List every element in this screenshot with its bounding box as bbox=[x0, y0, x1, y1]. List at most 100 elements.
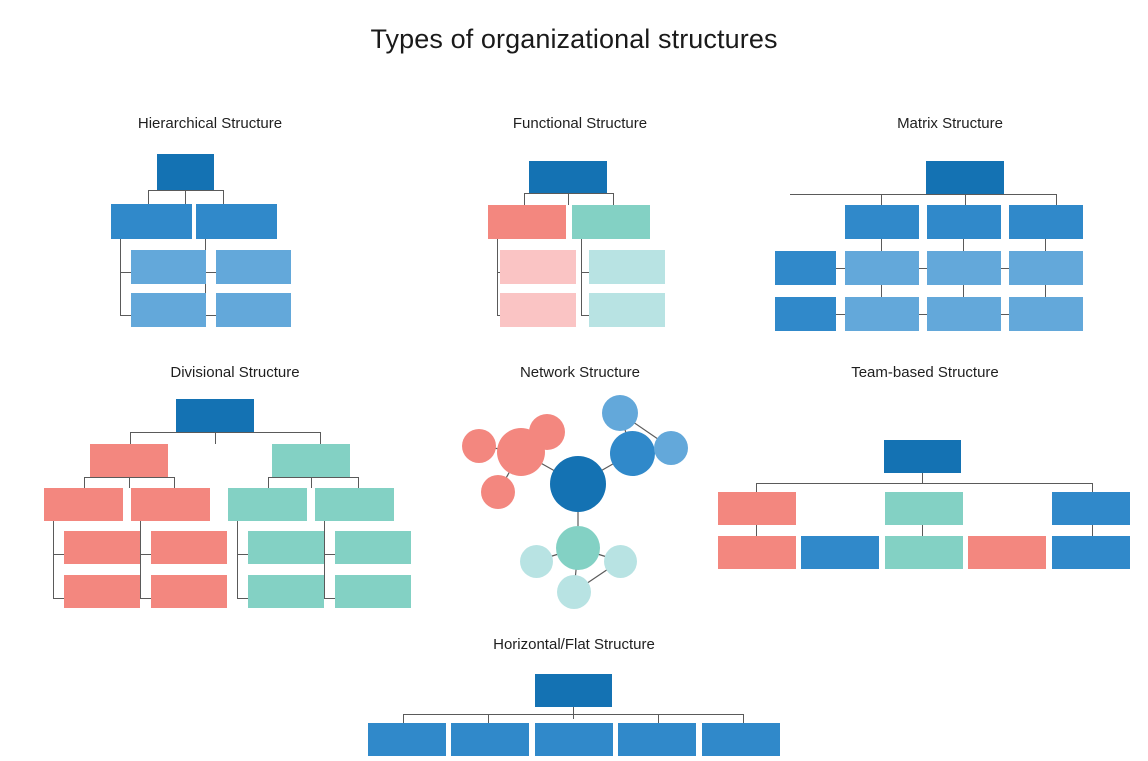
connector-horizontal bbox=[790, 194, 1056, 195]
connector-vertical bbox=[403, 714, 404, 723]
network-central-hub-node bbox=[550, 456, 606, 512]
connector-horizontal bbox=[1001, 268, 1009, 269]
connector-horizontal bbox=[140, 598, 151, 599]
functional-l3-node bbox=[589, 250, 665, 284]
connector-horizontal bbox=[581, 272, 591, 273]
connector-vertical bbox=[324, 521, 325, 598]
divisional-root-node bbox=[176, 399, 254, 432]
hierarchical-l3-node bbox=[131, 250, 206, 284]
matrix-column-header bbox=[1009, 205, 1083, 239]
connector-horizontal bbox=[1001, 314, 1009, 315]
connector-horizontal bbox=[919, 268, 927, 269]
page-title: Types of organizational structures bbox=[370, 24, 778, 54]
connector-vertical bbox=[922, 525, 923, 536]
connector-vertical bbox=[185, 190, 186, 204]
connector-vertical bbox=[881, 239, 882, 251]
connector-vertical bbox=[497, 239, 498, 315]
divisional-l3-node bbox=[228, 488, 307, 521]
connector-vertical bbox=[743, 714, 744, 723]
connector-vertical bbox=[756, 483, 757, 492]
network-satellite-node bbox=[529, 414, 565, 450]
divisional-l4-node bbox=[335, 575, 411, 608]
connector-vertical bbox=[1092, 525, 1093, 536]
divisional-l4-node bbox=[151, 531, 227, 564]
team-member-node bbox=[718, 536, 796, 569]
team-lead-node bbox=[718, 492, 796, 525]
diagram-title-matrix: Matrix Structure bbox=[897, 115, 1003, 132]
network-satellite-node bbox=[520, 545, 553, 578]
connector-horizontal bbox=[140, 554, 151, 555]
connector-vertical bbox=[922, 473, 923, 484]
connector-vertical bbox=[1056, 194, 1057, 205]
network-cluster-hub-node bbox=[556, 526, 600, 570]
connector-horizontal bbox=[84, 477, 174, 478]
connector-vertical bbox=[581, 239, 582, 315]
connector-vertical bbox=[120, 239, 121, 315]
divisional-l2-node bbox=[90, 444, 168, 477]
diagram-title-horizontal-flat: Horizontal/Flat Structure bbox=[493, 636, 655, 653]
team-based-root-node bbox=[884, 440, 961, 473]
matrix-cell bbox=[927, 251, 1001, 285]
network-satellite-node bbox=[654, 431, 688, 465]
connector-vertical bbox=[881, 285, 882, 297]
connector-vertical bbox=[965, 194, 966, 205]
connector-vertical bbox=[613, 193, 614, 205]
connector-horizontal bbox=[120, 272, 131, 273]
connector-horizontal bbox=[53, 554, 64, 555]
connector-vertical bbox=[1092, 483, 1093, 492]
team-member-node bbox=[885, 536, 963, 569]
connector-vertical bbox=[963, 285, 964, 297]
connector-horizontal bbox=[324, 598, 335, 599]
functional-l3-node bbox=[500, 250, 576, 284]
hierarchical-l3-node bbox=[216, 293, 291, 327]
connector-horizontal bbox=[919, 314, 927, 315]
matrix-column-header bbox=[927, 205, 1001, 239]
connector-vertical bbox=[320, 432, 321, 444]
connector-horizontal bbox=[836, 314, 845, 315]
team-lead-node bbox=[1052, 492, 1130, 525]
connector-horizontal bbox=[148, 190, 223, 191]
hierarchical-root-node bbox=[157, 154, 214, 190]
functional-l3-node bbox=[500, 293, 576, 327]
diagram-title-hierarchical: Hierarchical Structure bbox=[137, 115, 283, 132]
matrix-row-header bbox=[775, 297, 836, 331]
network-satellite-node bbox=[602, 395, 638, 431]
matrix-root-node bbox=[926, 161, 1004, 194]
matrix-column-header bbox=[845, 205, 919, 239]
divisional-l4-node bbox=[64, 575, 140, 608]
connector-vertical bbox=[148, 190, 149, 204]
divisional-l4-node bbox=[151, 575, 227, 608]
matrix-row-header bbox=[775, 251, 836, 285]
connector-vertical bbox=[573, 707, 574, 719]
team-member-node bbox=[968, 536, 1046, 569]
matrix-cell bbox=[1009, 297, 1083, 331]
network-cluster-hub-node bbox=[610, 431, 655, 476]
connector-vertical bbox=[53, 521, 54, 598]
connector-vertical bbox=[524, 193, 525, 205]
connector-vertical bbox=[311, 477, 312, 488]
functional-l2-node bbox=[488, 205, 566, 239]
network-satellite-node bbox=[604, 545, 637, 578]
horizontal-flat-root-node bbox=[535, 674, 612, 707]
network-satellite-node bbox=[462, 429, 496, 463]
functional-root-node bbox=[529, 161, 607, 193]
matrix-cell bbox=[845, 251, 919, 285]
connector-vertical bbox=[488, 714, 489, 723]
connector-vertical bbox=[174, 477, 175, 488]
diagram-title-team-based: Team-based Structure bbox=[851, 364, 999, 381]
connector-vertical bbox=[129, 477, 130, 488]
network-satellite-node bbox=[481, 475, 515, 509]
connector-vertical bbox=[568, 193, 569, 205]
connector-horizontal bbox=[53, 598, 64, 599]
connector-vertical bbox=[756, 525, 757, 536]
diagram-title-divisional: Divisional Structure bbox=[170, 364, 300, 381]
horizontal-flat-node bbox=[368, 723, 446, 756]
diagram-title-functional: Functional Structure bbox=[512, 115, 648, 132]
connector-vertical bbox=[1045, 239, 1046, 251]
divisional-l3-node bbox=[44, 488, 123, 521]
matrix-cell bbox=[845, 297, 919, 331]
hierarchical-l3-node bbox=[131, 293, 206, 327]
connector-horizontal bbox=[524, 193, 613, 194]
divisional-l4-node bbox=[335, 531, 411, 564]
connector-vertical bbox=[84, 477, 85, 488]
